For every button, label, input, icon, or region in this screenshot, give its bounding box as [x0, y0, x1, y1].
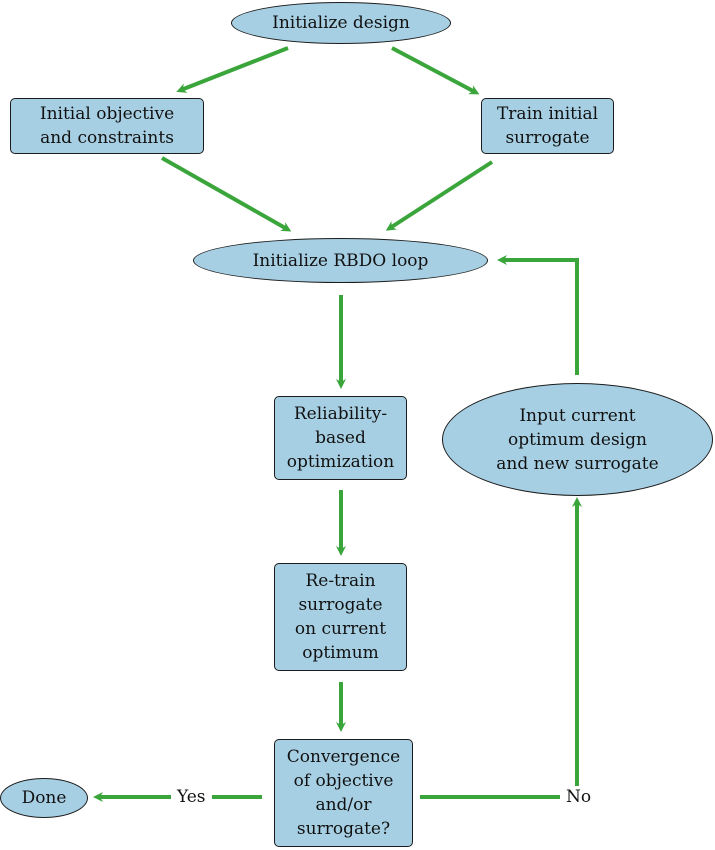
node-input-current-optimum-label: Input current optimum design and new sur…	[496, 405, 659, 474]
arrow-surrogate-to-rbdo	[385, 160, 494, 231]
node-initialize-rbdo-loop-label: Initialize RBDO loop	[252, 250, 429, 271]
node-convergence-check: Convergence of objective and/or surrogat…	[274, 739, 413, 847]
edge-label-no: No	[560, 786, 598, 808]
arrow-init-to-surrogate	[391, 46, 480, 95]
node-done-label: Done	[21, 788, 67, 808]
node-done: Done	[0, 778, 88, 818]
node-retrain-surrogate-label: Re-train surrogate on current optimum	[294, 571, 387, 663]
node-retrain-surrogate: Re-train surrogate on current optimum	[274, 563, 407, 671]
node-initialize-design: Initialize design	[231, 2, 451, 44]
arrow-input-to-rbdo	[497, 255, 579, 375]
node-reliability-optimization-label: Reliability- based optimization	[286, 404, 395, 472]
node-train-initial-surrogate: Train initial surrogate	[481, 98, 614, 154]
arrow-objective-to-rbdo	[161, 156, 292, 232]
node-initial-objective-label: Initial objective and constraints	[39, 104, 175, 148]
node-convergence-check-label: Convergence of objective and/or surrogat…	[286, 747, 401, 839]
edge-label-yes: Yes	[171, 786, 212, 808]
node-initialize-rbdo-loop: Initialize RBDO loop	[193, 238, 488, 283]
arrow-convergence-to-input	[420, 497, 582, 799]
node-input-current-optimum: Input current optimum design and new sur…	[442, 383, 713, 496]
arrow-init-to-objective	[176, 46, 289, 93]
node-train-initial-surrogate-label: Train initial surrogate	[496, 104, 599, 148]
node-initial-objective: Initial objective and constraints	[10, 98, 204, 154]
node-reliability-optimization: Reliability- based optimization	[274, 396, 407, 480]
node-initialize-design-label: Initialize design	[272, 13, 410, 33]
